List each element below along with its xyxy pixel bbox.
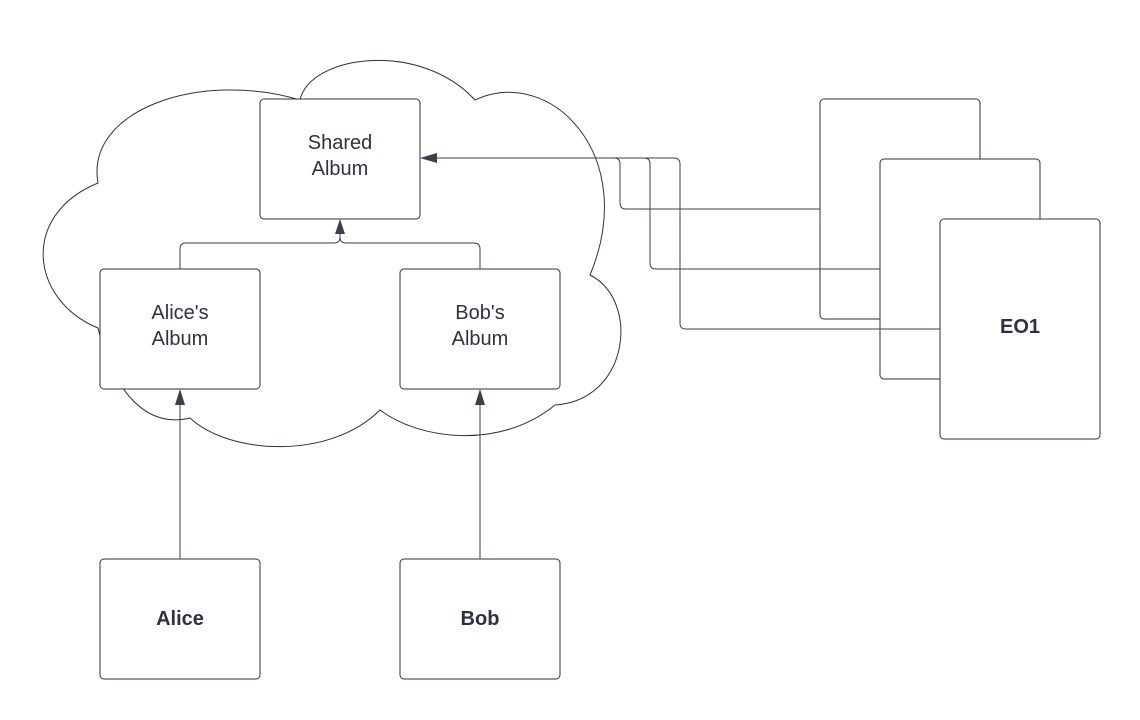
alice-label: Alice bbox=[156, 608, 204, 630]
bob-album-label-line2: Album bbox=[452, 328, 509, 350]
alice-album-label-line2: Album bbox=[152, 328, 209, 350]
arrow-head-shared-bottom bbox=[335, 219, 345, 234]
bob-album-label-line1: Bob's bbox=[455, 302, 504, 324]
connector-alice-album-to-shared bbox=[179, 228, 341, 269]
eo1-card-front bbox=[939, 218, 1101, 440]
connector-bob-album-to-shared bbox=[339, 228, 481, 269]
arrow-head-alice-album bbox=[175, 389, 185, 405]
shared-album-label-line2: Album bbox=[312, 158, 369, 180]
shared-album-label-line1: Shared bbox=[308, 132, 373, 154]
bob-label: Bob bbox=[461, 608, 500, 630]
arrow-head-bob-album bbox=[475, 389, 485, 405]
connector-eo1-front-to-shared bbox=[432, 157, 940, 330]
eo1-label: EO1 bbox=[1000, 316, 1040, 338]
alice-album-label-line1: Alice's bbox=[151, 302, 208, 324]
arrow-head-shared-album bbox=[420, 153, 437, 163]
